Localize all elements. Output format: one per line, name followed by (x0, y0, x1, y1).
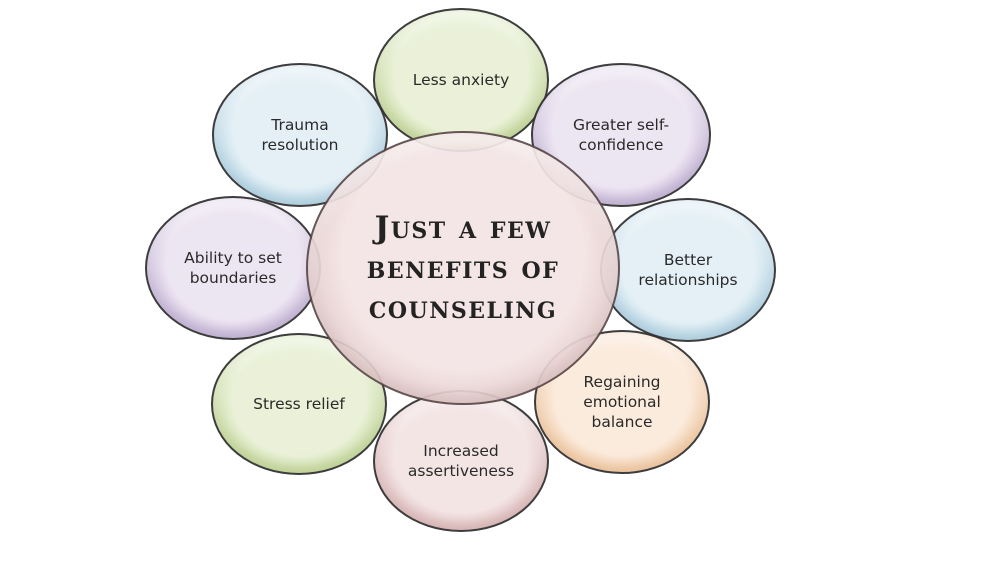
benefit-bubble-relationships: Better relationships (600, 198, 776, 342)
benefit-bubble-less-anxiety: Less anxiety (373, 8, 549, 152)
benefit-label: Regaining emotional balance (583, 373, 661, 431)
benefit-bubble-emotional-balance: Regaining emotional balance (534, 330, 710, 474)
center-title: Just a few benefits of counseling (366, 210, 560, 326)
benefit-label: Better relationships (638, 251, 738, 289)
benefit-label: Increased assertiveness (407, 442, 515, 480)
benefit-bubble-assertiveness: Increased assertiveness (373, 390, 549, 532)
benefit-label: Less anxiety (412, 71, 510, 89)
benefit-label: Stress relief (253, 395, 345, 413)
benefit-label: Greater self- confidence (572, 116, 670, 154)
center-circle: Just a few benefits of counseling (306, 131, 620, 405)
benefit-bubble-boundaries: Ability to set boundaries (145, 196, 321, 340)
benefit-label: Trauma resolution (261, 116, 339, 154)
benefit-label: Ability to set boundaries (184, 249, 282, 287)
